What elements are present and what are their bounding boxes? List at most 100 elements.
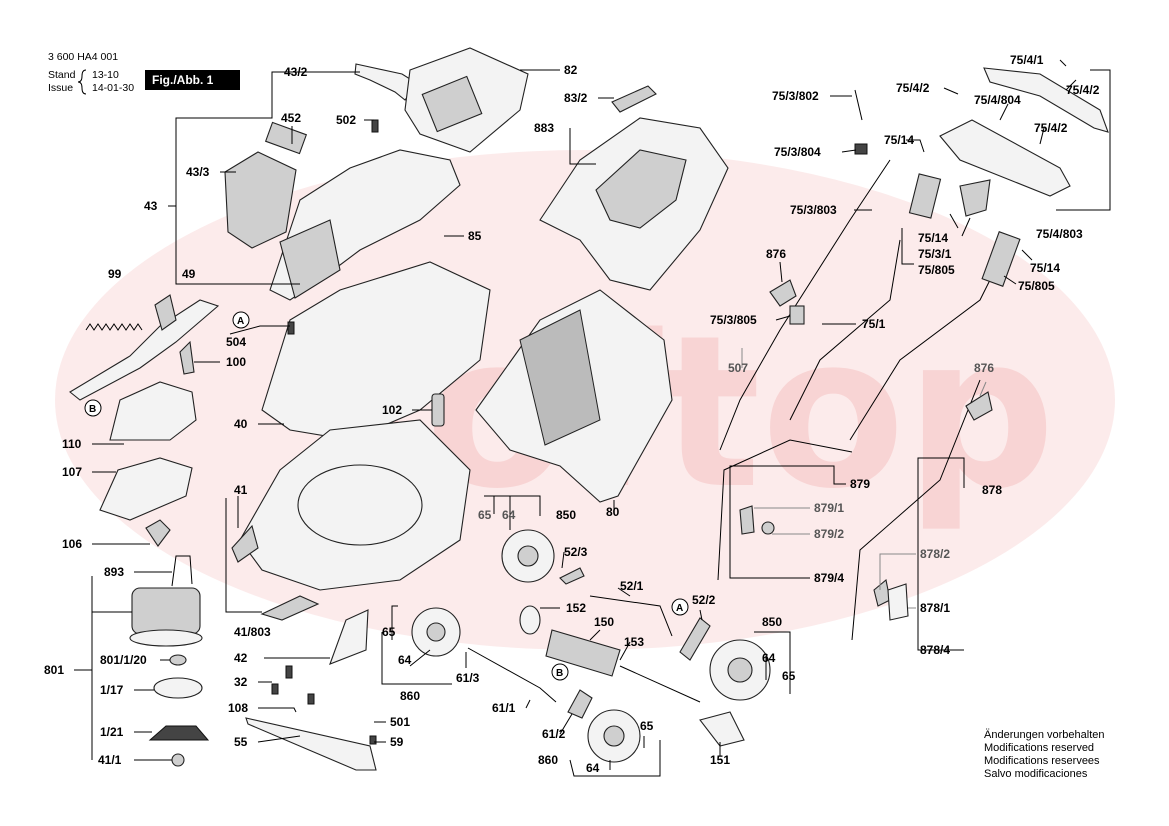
header-block: 3 600 HA4 001 Stand Issue 13-10 14-01-30… [48, 51, 240, 95]
knob-part-876-a [769, 279, 797, 307]
leader-75-14-a [906, 139, 925, 153]
part-151 [699, 711, 745, 747]
callout-501: 501 [390, 715, 410, 729]
leader-878-bracket [917, 457, 965, 651]
clamp-part-893 [171, 555, 193, 587]
parts-art [69, 47, 1109, 771]
callout-102: 102 [382, 403, 402, 417]
callout-879: 879 [850, 477, 870, 491]
leader-75-14-b [949, 213, 959, 229]
callout-75-4-1: 75/4/1 [1010, 53, 1044, 67]
flap-part-42 [329, 609, 369, 665]
callout-65-d: 65 [782, 669, 796, 683]
stand-label: Stand [48, 69, 76, 81]
callout-75-805-b: 75/805 [1018, 279, 1055, 293]
callout-153: 153 [624, 635, 644, 649]
tube-75-805-a [908, 173, 942, 219]
marker-a-2-label: A [676, 603, 683, 614]
marker-b-1 [84, 399, 102, 417]
cover-part-107 [99, 457, 193, 521]
motor-flange [129, 629, 203, 647]
leader-883 [569, 128, 596, 165]
callout-52-3: 52/3 [564, 545, 588, 559]
lid-window [421, 75, 483, 133]
leader-75-805-b [1003, 275, 1017, 285]
leader-850-a [484, 495, 541, 530]
side-part-41 [231, 524, 259, 563]
callout-52-1: 52/1 [620, 579, 644, 593]
callout-75-14-a: 75/14 [884, 133, 914, 147]
leader-52-1 [617, 587, 631, 597]
callout-labels: 43/2 82 452 502 43/3 883 83/2 43 85 99 4… [44, 53, 1100, 775]
leader-879-sub [754, 507, 810, 535]
badge-part [264, 121, 308, 155]
marker-b-2 [551, 663, 569, 681]
leader-879-bracket [729, 465, 846, 579]
callout-152: 152 [566, 601, 586, 615]
part-75-3-804 [854, 143, 868, 155]
callout-75-3-804: 75/3/804 [774, 145, 821, 159]
deck-bowl [297, 464, 423, 546]
leader-108 [258, 707, 297, 713]
leader-75-3-805 [775, 315, 791, 321]
part-879-2 [761, 521, 775, 535]
callout-850-a: 850 [556, 508, 576, 522]
bushing-part-102 [431, 393, 445, 427]
callout-75-4-2-c: 75/4/2 [1034, 121, 1068, 135]
note-en: Modifications reserved [984, 742, 1094, 754]
note-es: Salvo modificaciones [984, 768, 1088, 780]
leader-75-4-2-a [943, 87, 959, 95]
callout-879-4: 879/4 [814, 571, 844, 585]
side-part-41-803 [260, 595, 320, 621]
axle-52-1 [589, 595, 673, 637]
callout-75-805-a: 75/805 [918, 263, 955, 277]
callout-49: 49 [182, 267, 196, 281]
callout-75-4-2-a: 75/4/2 [896, 81, 930, 95]
brace [77, 69, 87, 95]
cover-part-110 [109, 381, 197, 441]
figure-badge: Fig./Abb. 1 [152, 73, 214, 87]
height-lever-part [69, 299, 220, 401]
callout-42: 42 [234, 651, 248, 665]
issue-value: 14-01-30 [92, 82, 134, 94]
switch-part-106 [145, 519, 171, 547]
callout-879-1: 879/1 [814, 501, 844, 515]
callout-106: 106 [62, 537, 82, 551]
leader-801-bracket [74, 576, 132, 760]
callout-878: 878 [982, 483, 1002, 497]
part-52-3 [559, 567, 585, 585]
part-61-2 [567, 689, 593, 719]
callout-75-4-804: 75/4/804 [974, 93, 1021, 107]
handle-lower-left [717, 439, 853, 581]
marker-a-1-label: A [237, 316, 244, 327]
marker-b-1-label: B [89, 404, 96, 415]
callout-893: 893 [104, 565, 124, 579]
callout-860-a: 860 [400, 689, 420, 703]
leader-150 [589, 629, 601, 641]
grass-basket-mesh [519, 309, 601, 446]
wheel-right-front-hub [727, 657, 753, 683]
callout-110: 110 [62, 437, 82, 451]
marker-b-2-label: B [556, 668, 563, 679]
handle-lower-right [851, 379, 981, 641]
callout-52-2: 52/2 [692, 593, 716, 607]
callout-75-3-1: 75/3/1 [918, 247, 952, 261]
callout-41: 41 [234, 483, 248, 497]
callout-452: 452 [281, 111, 301, 125]
part-75-3-802 [854, 89, 863, 121]
callout-40: 40 [234, 417, 248, 431]
spring-part [85, 323, 143, 331]
doc-number: 3 600 HA4 001 [48, 51, 118, 63]
leader-850-b [754, 631, 791, 694]
roller-end-152 [519, 605, 541, 635]
callout-75-3-802: 75/3/802 [772, 89, 819, 103]
callout-41-803: 41/803 [234, 625, 271, 639]
issue-label: Issue [48, 82, 73, 94]
leader-lines [74, 59, 1111, 777]
marker-a-1 [232, 311, 250, 329]
front-cover-part [224, 151, 297, 249]
tube-75-805-b [981, 231, 1021, 287]
leader-860-b [569, 736, 661, 777]
note-fr: Modifications reservees [984, 755, 1100, 767]
